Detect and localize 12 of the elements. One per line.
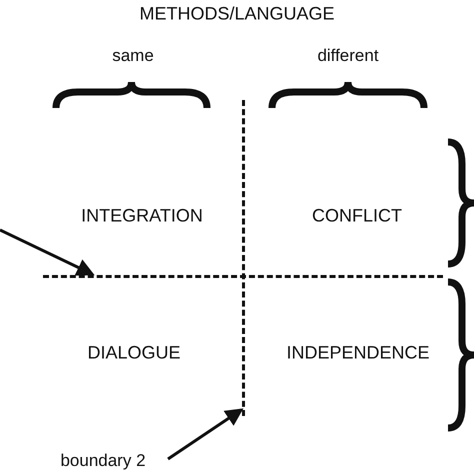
arrow [167, 408, 244, 460]
column-label: different [317, 46, 379, 66]
boundary-line [43, 275, 443, 278]
quadrant-label: DIALOGUE [87, 342, 181, 364]
quadrant-label: CONFLICT [312, 206, 402, 226]
boundary-line [242, 100, 245, 416]
quadrant-label: INDEPENDENCE [286, 342, 430, 364]
quadrant-label: INTEGRATION [81, 206, 203, 226]
arrow [0, 228, 95, 276]
column-label: same [112, 46, 154, 66]
axis-title: METHODS/LANGUAGE [139, 4, 335, 24]
boundary-label: boundary 2 [40, 449, 166, 473]
